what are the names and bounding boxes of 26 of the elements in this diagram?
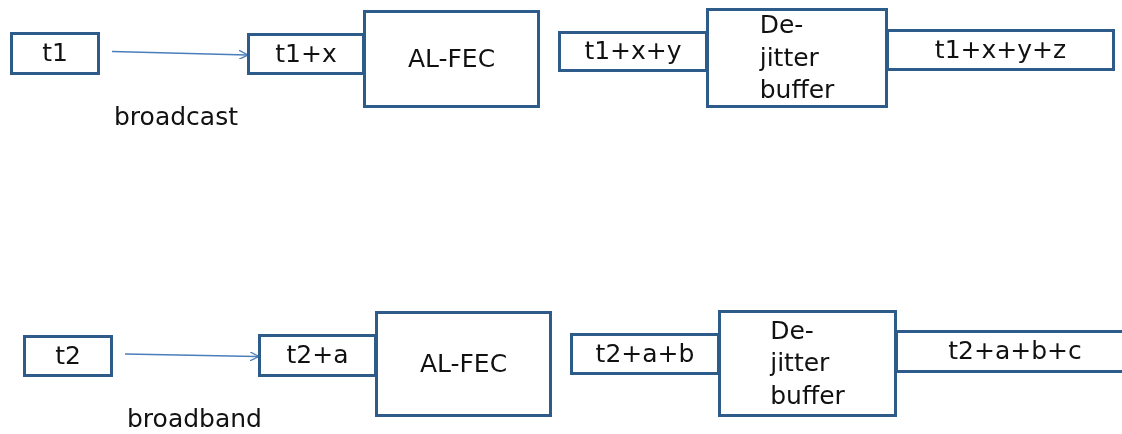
time-box bbox=[258, 334, 377, 377]
box-text: t1 bbox=[42, 37, 68, 70]
box-text: t2 bbox=[55, 339, 81, 372]
time-box bbox=[23, 335, 113, 377]
time-box bbox=[895, 330, 1122, 373]
time-box bbox=[558, 31, 708, 72]
arrow bbox=[124, 351, 260, 362]
time-box bbox=[886, 29, 1115, 71]
time-box bbox=[10, 32, 100, 75]
process-box bbox=[375, 311, 552, 417]
box-text: t2+a+b bbox=[595, 337, 695, 370]
box-text: t2+a bbox=[286, 339, 349, 372]
time-box bbox=[247, 33, 365, 75]
box-text: t2+a+b+c bbox=[948, 335, 1082, 368]
box-text: t1+x+y bbox=[584, 35, 682, 68]
box-text: t1+x bbox=[275, 37, 337, 70]
process-box bbox=[706, 8, 888, 108]
process-box bbox=[363, 10, 540, 108]
box-text: t1+x+y+z bbox=[934, 33, 1067, 66]
box-text: AL-FEC bbox=[407, 42, 496, 75]
box-text: De-jitter buffer bbox=[759, 9, 835, 107]
time-box bbox=[570, 333, 720, 375]
box-text: AL-FEC bbox=[419, 347, 508, 380]
arrow bbox=[111, 49, 249, 60]
box-text: De-jitter buffer bbox=[770, 314, 845, 412]
process-box bbox=[718, 310, 897, 417]
